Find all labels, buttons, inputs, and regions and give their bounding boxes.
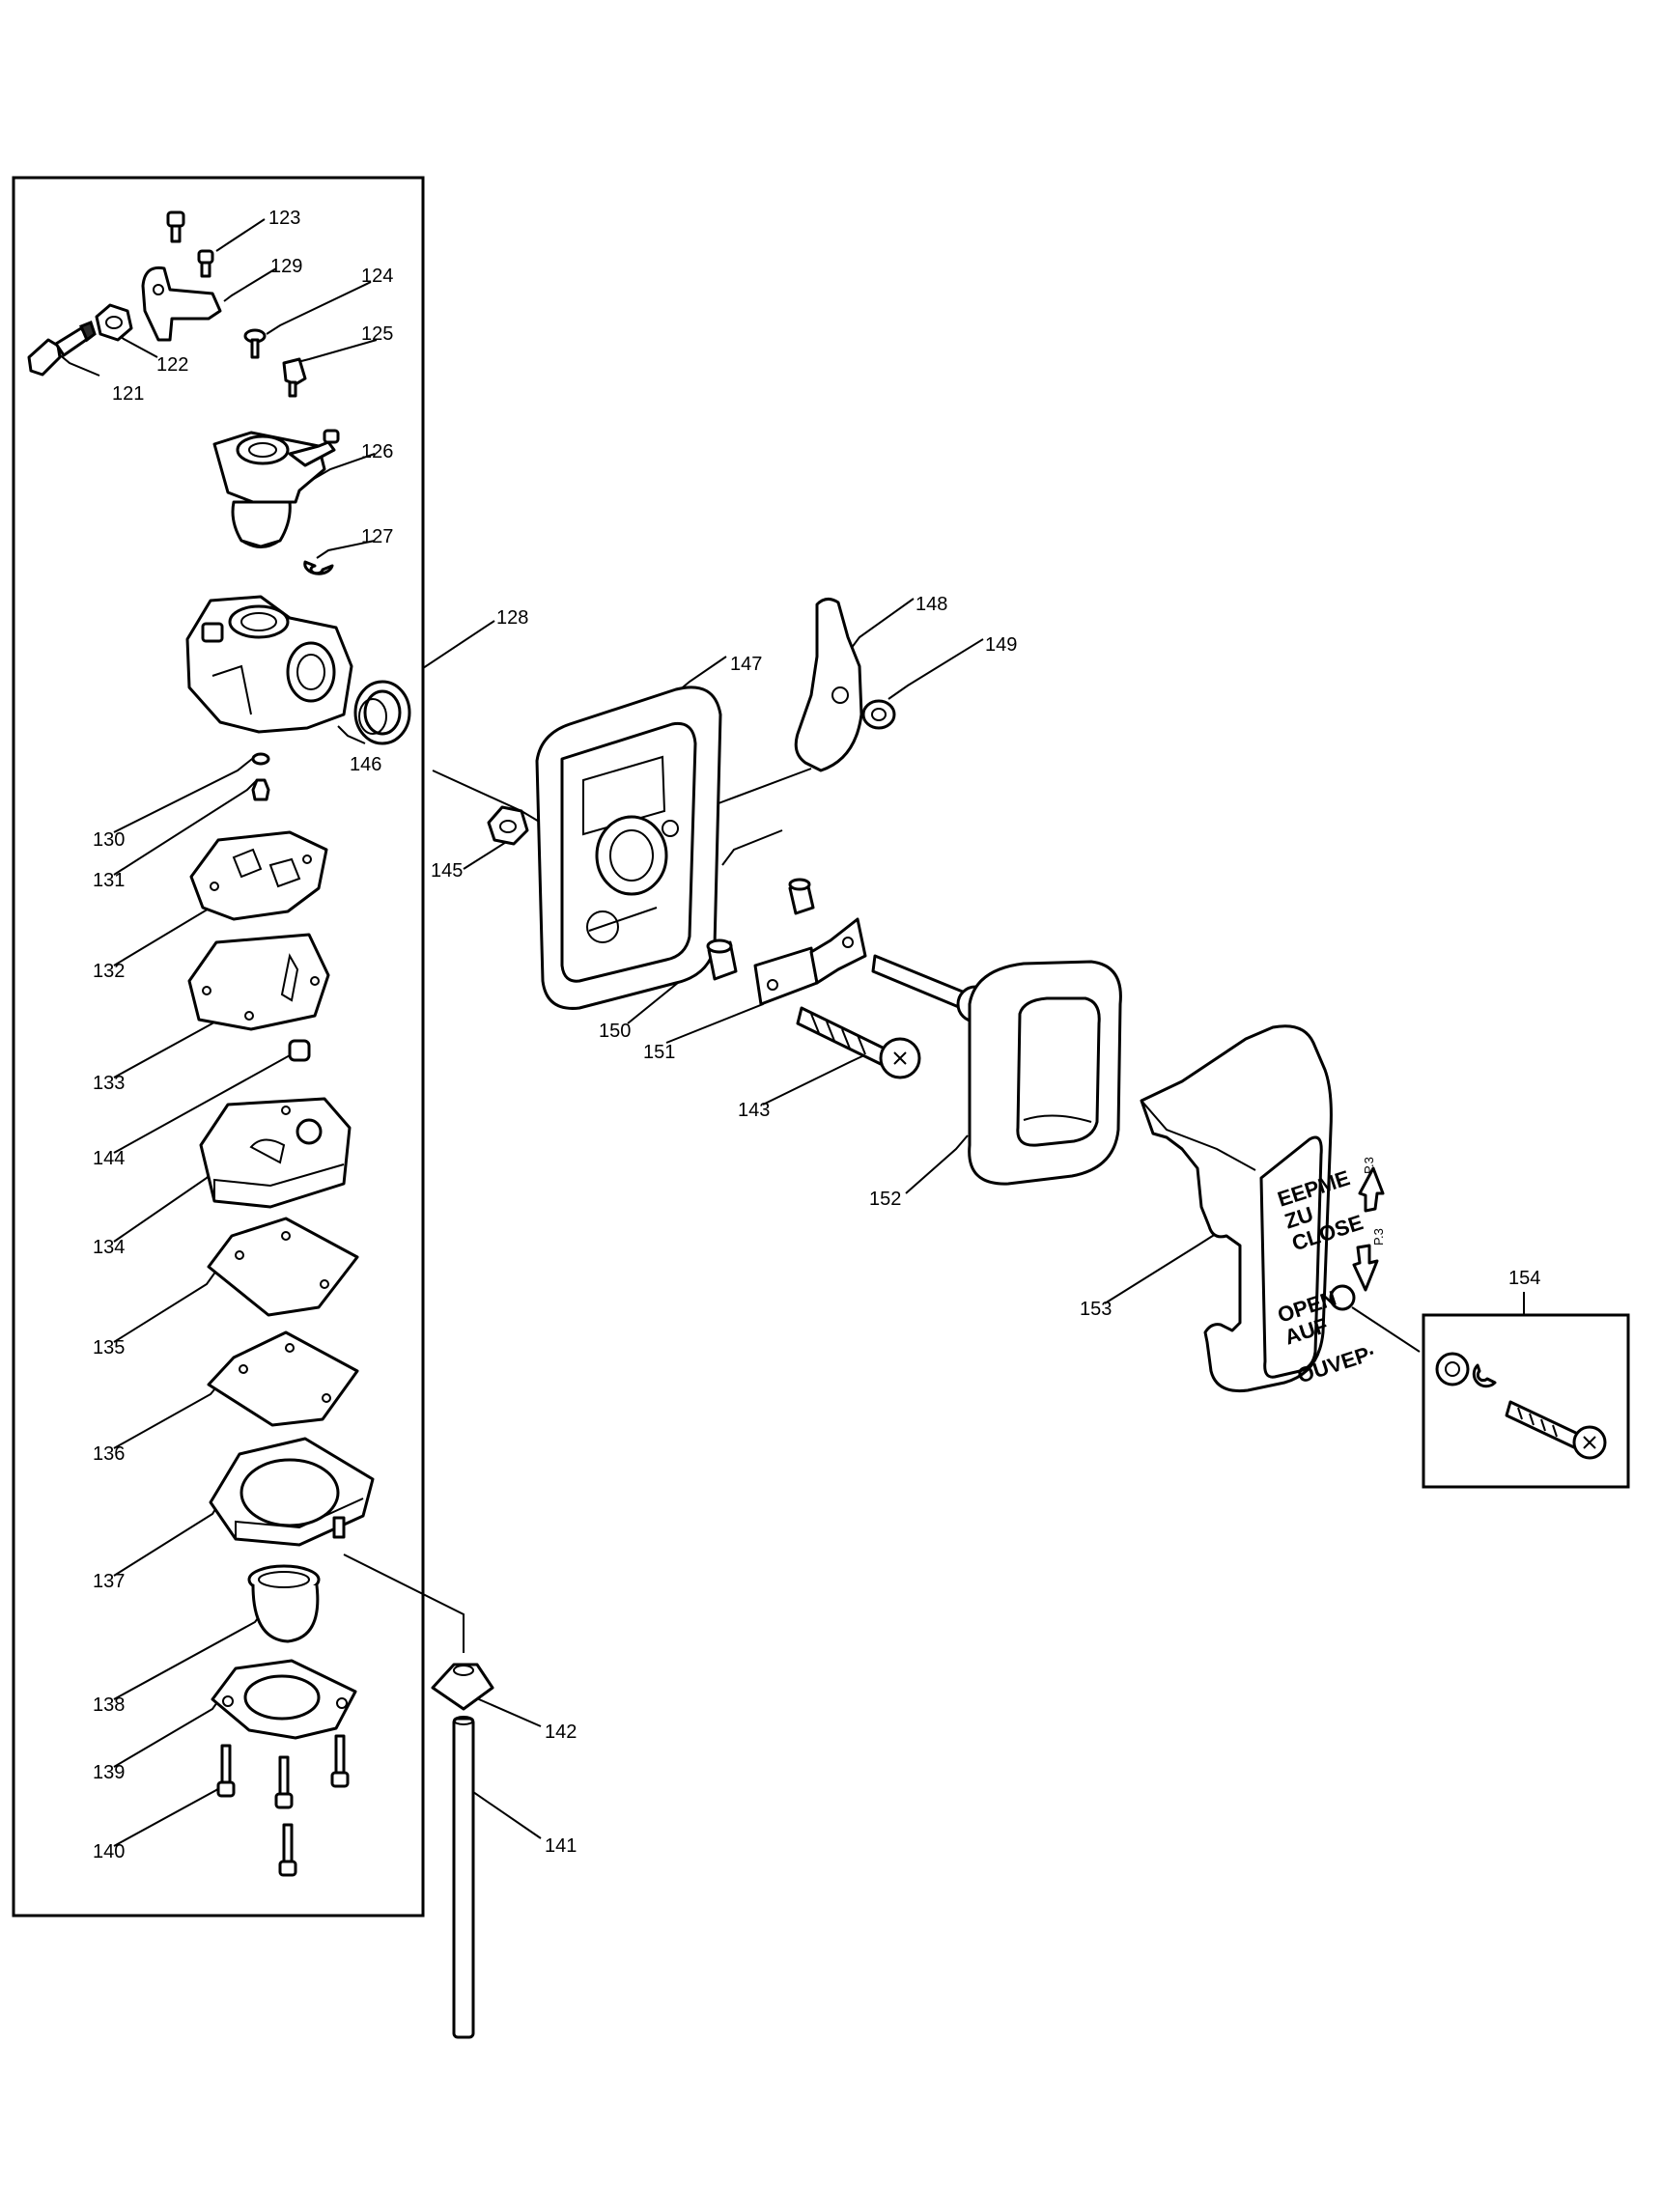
down-arrow-icon	[1352, 1244, 1379, 1292]
callout-128: 128	[496, 607, 528, 629]
part-129-throttle-bracket	[141, 249, 222, 342]
part-121-adjusting-screw	[27, 321, 97, 377]
part-154-frame	[1422, 1313, 1630, 1489]
callout-150: 150	[599, 1021, 631, 1042]
callout-124: 124	[361, 266, 393, 287]
callout-144: 144	[93, 1148, 125, 1169]
part-126-throttle-body	[212, 429, 340, 548]
callout-129: 129	[270, 256, 302, 277]
part-136-gasket	[207, 1330, 359, 1427]
part-146-seal	[353, 680, 411, 745]
callout-142: 142	[545, 1722, 577, 1743]
callout-149: 149	[985, 634, 1017, 656]
part-139-retainer	[211, 1659, 357, 1740]
part-154-screw-set	[1435, 1352, 1607, 1460]
part-149-washer	[861, 699, 896, 730]
part-133-diaphragm	[187, 933, 330, 1031]
part-137-metering-cover	[209, 1437, 375, 1547]
callout-137: 137	[93, 1571, 125, 1592]
callout-146: 146	[350, 754, 381, 775]
part-152-foam-filter	[968, 960, 1122, 1186]
callout-134: 134	[93, 1237, 125, 1258]
part-135-gasket	[207, 1217, 359, 1317]
part-143-bolt	[796, 1006, 921, 1079]
callout-126: 126	[361, 441, 393, 462]
callout-131: 131	[93, 870, 125, 891]
callout-147: 147	[730, 654, 762, 675]
part-148-choke-lever	[794, 598, 863, 772]
up-arrow-icon	[1358, 1166, 1385, 1213]
callout-139: 139	[93, 1762, 125, 1783]
callout-127: 127	[361, 526, 393, 547]
part-124-pin	[243, 328, 267, 359]
callout-130: 130	[93, 829, 125, 851]
callout-145: 145	[431, 860, 463, 882]
callout-136: 136	[93, 1443, 125, 1465]
part-123-screw	[166, 210, 185, 243]
part-125-clip	[282, 357, 307, 398]
part-128-carburetor-body	[185, 595, 353, 734]
decal-mark-bottom: P.3	[1371, 1228, 1386, 1246]
part-130-o-ring	[251, 752, 270, 766]
callout-154: 154	[1508, 1268, 1540, 1289]
callout-143: 143	[738, 1100, 770, 1121]
part-153-filter-cover	[1140, 1024, 1356, 1393]
callout-132: 132	[93, 961, 125, 982]
callout-133: 133	[93, 1073, 125, 1094]
callout-135: 135	[93, 1337, 125, 1358]
part-140-screws	[216, 1734, 350, 1877]
part-144-cap	[288, 1039, 311, 1062]
callout-138: 138	[93, 1694, 125, 1716]
part-151-filter-bracket	[753, 878, 867, 1006]
part-150-collar	[706, 938, 738, 981]
callout-141: 141	[545, 1835, 577, 1857]
callout-153: 153	[1080, 1299, 1112, 1320]
part-145-nut	[487, 805, 529, 846]
part-134-pump-body	[199, 1097, 352, 1209]
callout-140: 140	[93, 1841, 125, 1862]
part-142-fuel-cap	[431, 1663, 494, 1711]
callout-labels: 121 122 123 124 125 126 127 128 129 130 …	[93, 208, 1540, 1862]
part-147-air-filter-base	[535, 686, 722, 1010]
part-132-gasket	[189, 830, 328, 921]
callout-125: 125	[361, 323, 393, 345]
part-131-needle	[251, 778, 270, 801]
part-141-fuel-tube	[452, 1716, 475, 2039]
callout-152: 152	[869, 1189, 901, 1210]
part-127-e-ring	[303, 560, 334, 575]
callout-148: 148	[916, 594, 947, 615]
carburetor-group-frame	[12, 176, 425, 1918]
callout-151: 151	[643, 1042, 675, 1063]
callout-121: 121	[112, 383, 144, 405]
callout-122: 122	[156, 354, 188, 376]
callout-123: 123	[268, 208, 300, 229]
part-138-primer-bulb	[247, 1564, 321, 1643]
part-122-nut	[95, 303, 133, 342]
